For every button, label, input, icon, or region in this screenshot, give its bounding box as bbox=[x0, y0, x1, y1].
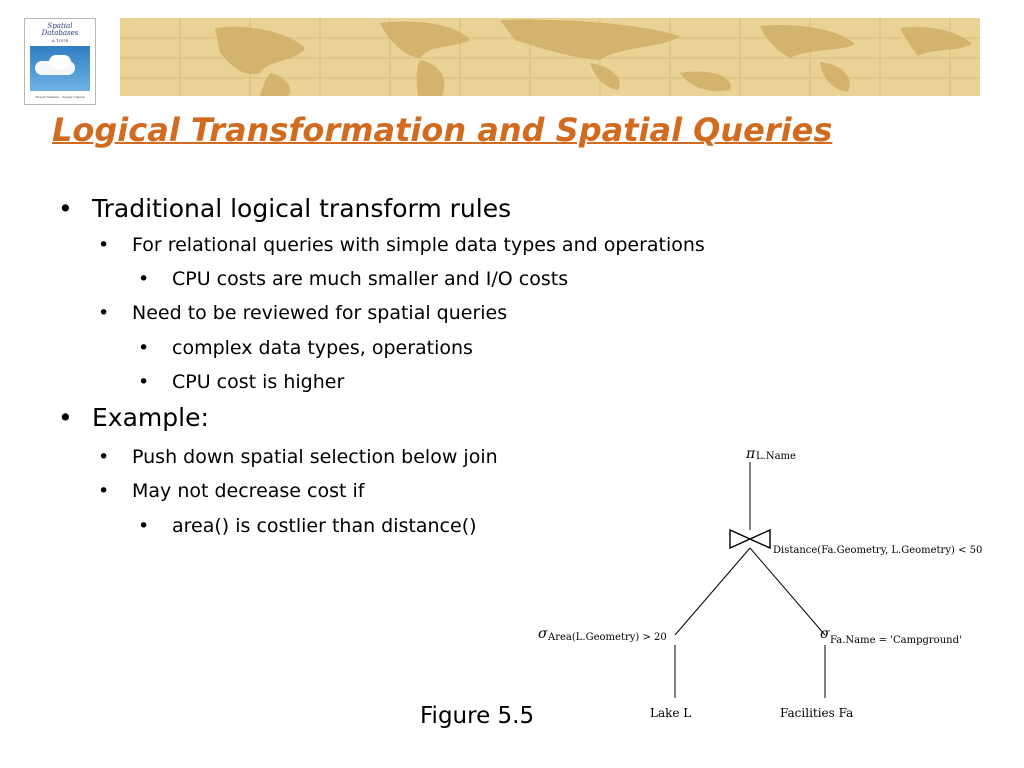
bullet-dot: • bbox=[138, 337, 150, 359]
bullet-dot: • bbox=[138, 515, 150, 537]
left-select-symbol: σ bbox=[538, 626, 548, 642]
right-leaf-relation: Facilities Fa bbox=[780, 706, 853, 720]
bullet-text: complex data types, operations bbox=[172, 337, 473, 359]
book-cover-authors: Shashi Shekhar · Sanjay Chawla bbox=[35, 95, 85, 99]
bullet-text: CPU costs are much smaller and I/O costs bbox=[172, 268, 569, 290]
bullet-dot: • bbox=[58, 403, 73, 432]
book-cover-title: Spatial Databases bbox=[41, 22, 79, 37]
bullet-dot: • bbox=[98, 302, 110, 324]
left-leaf-relation: Lake L bbox=[650, 706, 691, 720]
slide-title: Logical Transformation and Spatial Queri… bbox=[52, 111, 833, 149]
map-landmasses bbox=[215, 19, 972, 96]
bullet-dot: • bbox=[138, 268, 150, 290]
bullet-text: For relational queries with simple data … bbox=[132, 234, 705, 256]
book-cover-logo: Spatial Databases A TOUR Shashi Shekhar … bbox=[24, 18, 96, 105]
book-cover-subtitle: A TOUR bbox=[51, 38, 69, 43]
tree-edge bbox=[749, 547, 826, 636]
right-select-symbol: σ bbox=[820, 626, 830, 642]
bullet-dot: • bbox=[58, 194, 73, 223]
tree-edge bbox=[674, 547, 751, 636]
query-tree-diagram: π L.Name Distance(Fa.Geometry, L.Geometr… bbox=[538, 446, 982, 720]
bullet-text: Push down spatial selection below join bbox=[132, 446, 498, 468]
bullet-text: area() is costlier than distance() bbox=[172, 515, 477, 537]
bullet-text: CPU cost is higher bbox=[172, 371, 345, 393]
join-bowtie-icon bbox=[729, 528, 771, 550]
world-map-graphic bbox=[120, 18, 980, 96]
projection-label: L.Name bbox=[756, 451, 796, 462]
bullet-text: May not decrease cost if bbox=[132, 480, 365, 502]
bullet-text: Example: bbox=[92, 403, 209, 432]
world-map-banner bbox=[120, 18, 980, 96]
join-condition: Distance(Fa.Geometry, L.Geometry) < 50 bbox=[773, 545, 982, 556]
bullet-dot: • bbox=[98, 234, 110, 256]
bullet-text: Traditional logical transform rules bbox=[92, 194, 512, 223]
bullet-dot: • bbox=[138, 371, 150, 393]
bullet-dot: • bbox=[98, 446, 110, 468]
book-cover-cloud bbox=[49, 55, 71, 69]
bullet-dot: • bbox=[98, 480, 110, 502]
projection-symbol: π bbox=[745, 446, 756, 462]
right-select-condition: Fa.Name = 'Campground' bbox=[830, 635, 962, 646]
left-select-condition: Area(L.Geometry) > 20 bbox=[547, 632, 667, 643]
bullet-text: Need to be reviewed for spatial queries bbox=[132, 302, 508, 324]
figure-caption: Figure 5.5 bbox=[420, 703, 535, 729]
